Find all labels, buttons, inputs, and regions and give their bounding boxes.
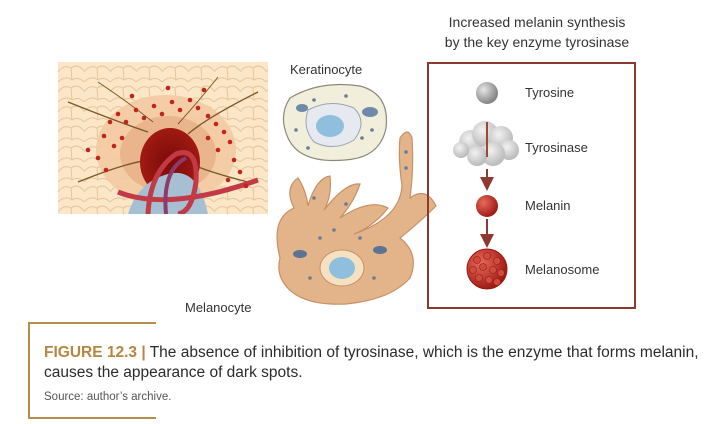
melanosome-icon: [466, 248, 508, 290]
pathway-diagram: Tyrosine Tyrosinase Melanin Melanosome: [453, 82, 599, 290]
figure-source: Source: author’s archive.: [44, 391, 172, 403]
pathway-step-label: Melanin: [525, 198, 571, 213]
pathway-step-label: Tyrosinase: [525, 140, 588, 155]
skin-tissue-illustration: [58, 62, 268, 214]
figure-label: FIGURE 12.3 |: [44, 344, 146, 361]
pathway-box: [427, 62, 636, 309]
melanin-sphere-icon: [476, 195, 498, 217]
tyrosine-sphere-icon: [476, 82, 498, 104]
figure-caption: FIGURE 12.3 | The absence of inhibition …: [44, 343, 704, 383]
figure-caption-text: The absence of inhibition of tyrosinase,…: [44, 344, 699, 381]
caption-rule-top: [28, 322, 156, 324]
melanocyte-label: Melanocyte: [185, 300, 252, 315]
caption-rule-left: [28, 322, 30, 418]
melanocyte-illustration: [250, 78, 450, 318]
pathway-title-line-1: Increased melanin synthesis: [448, 14, 626, 30]
keratinocyte-label: Keratinocyte: [290, 62, 363, 77]
pathway-step-label: Tyrosine: [525, 85, 574, 100]
tyrosinase-enzyme-icon: [453, 121, 519, 166]
pathway-step-label: Melanosome: [525, 262, 599, 277]
caption-rule-bottom: [28, 417, 156, 419]
pathway-title: Increased melanin synthesis by the key e…: [408, 12, 666, 52]
pathway-title-line-2: by the key enzyme tyrosinase: [444, 34, 630, 50]
